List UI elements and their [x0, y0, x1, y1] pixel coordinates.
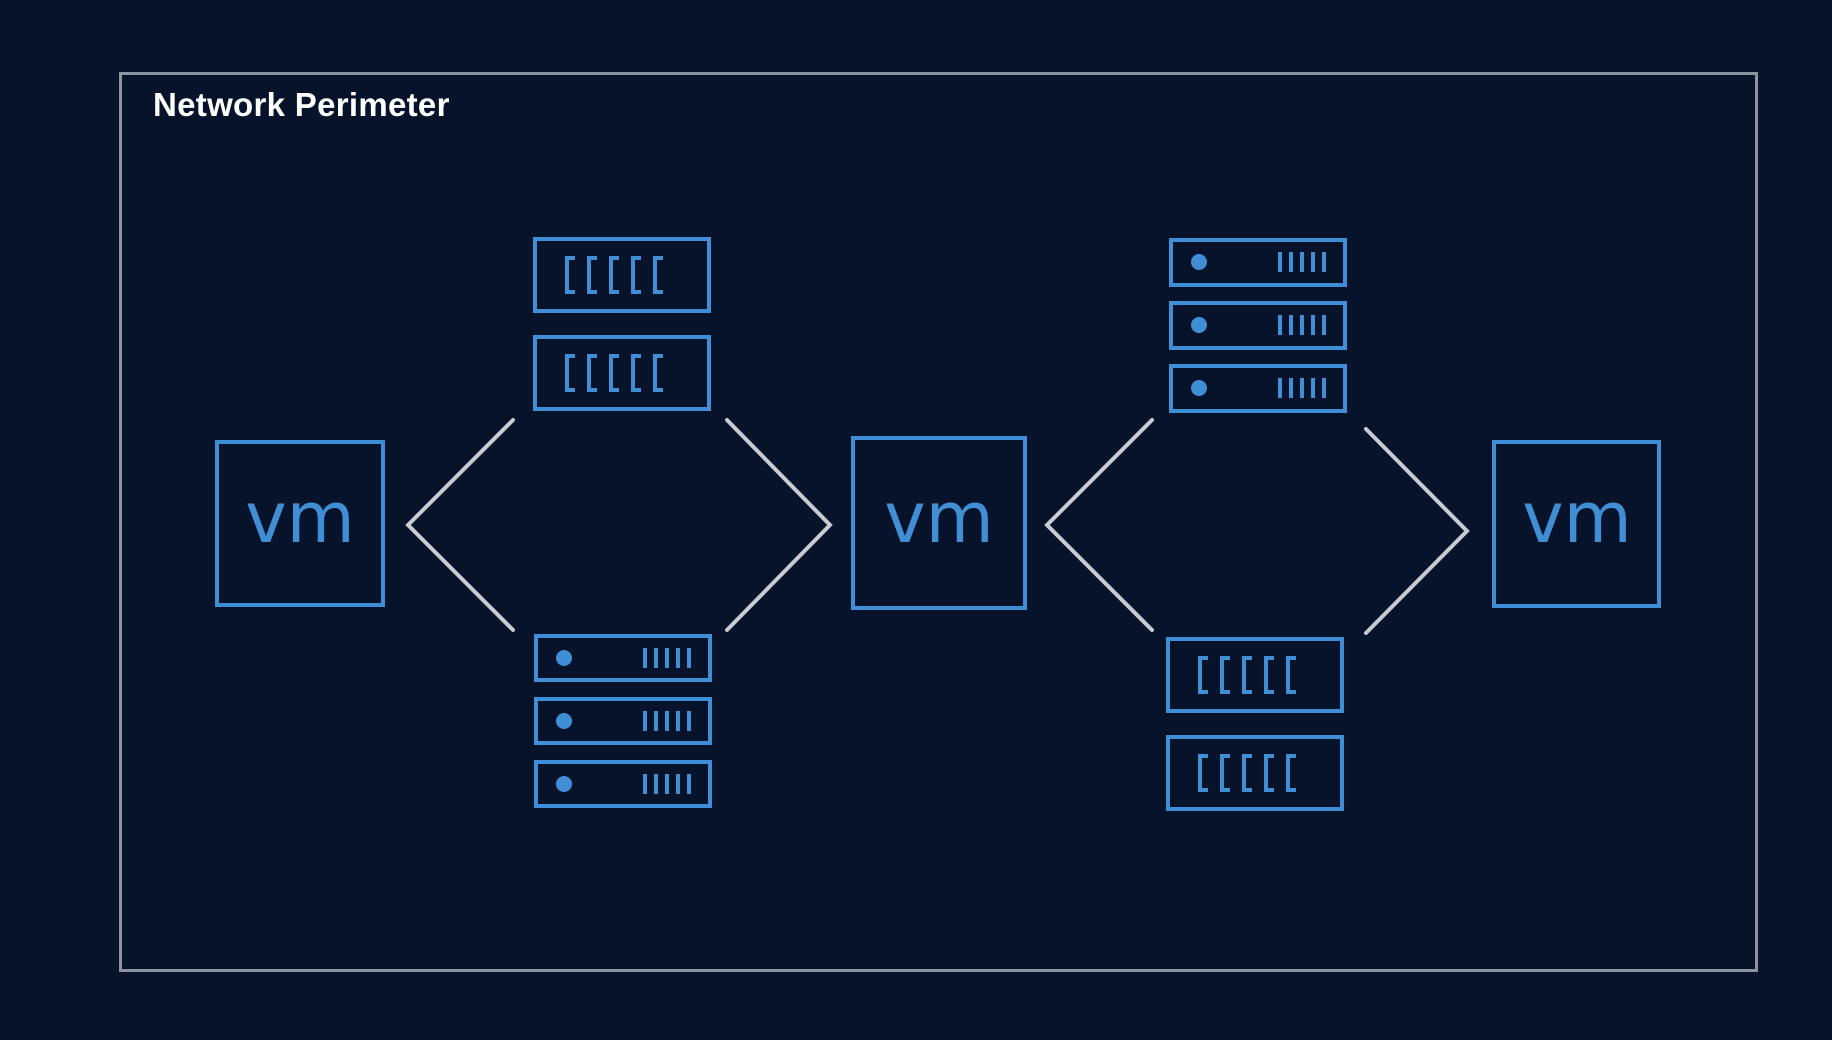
- storage-unit: [533, 237, 711, 313]
- server-unit: [1169, 238, 1347, 287]
- server-unit: [534, 760, 712, 808]
- connector-vm2-right-branch: [1044, 418, 1154, 632]
- vm-3-icon: vm: [1492, 440, 1661, 608]
- vm-2-icon: vm: [851, 436, 1027, 610]
- storage-unit: [1166, 735, 1344, 811]
- connector-vm1-branch: [405, 418, 515, 632]
- server-stack-1-icon: [534, 634, 712, 808]
- storage-unit: [1166, 637, 1344, 713]
- server-unit: [534, 697, 712, 745]
- server-unit: [1169, 301, 1347, 350]
- connector-vm3-branch: [1364, 427, 1470, 635]
- vm-3-label: vm: [1522, 477, 1632, 559]
- network-perimeter-frame: [119, 72, 1758, 972]
- vm-1-icon: vm: [215, 440, 385, 607]
- storage-unit: [533, 335, 711, 411]
- network-perimeter-label: Network Perimeter: [153, 86, 450, 123]
- connector-vm2-left-branch: [725, 418, 833, 632]
- server-stack-2-icon: [1169, 238, 1347, 413]
- server-unit: [1169, 364, 1347, 413]
- storage-array-2-icon: [1166, 637, 1344, 811]
- storage-array-1-icon: [533, 237, 711, 411]
- server-unit: [534, 634, 712, 682]
- connectors: [405, 418, 1470, 635]
- vm-2-label: vm: [884, 477, 994, 559]
- vm-1-label: vm: [245, 477, 355, 559]
